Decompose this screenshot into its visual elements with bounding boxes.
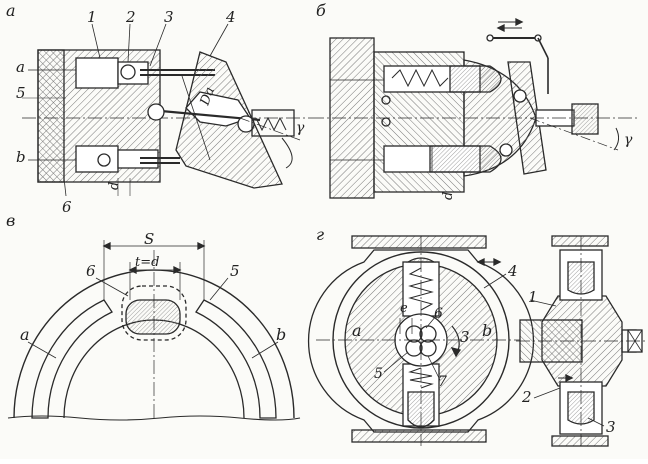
- callout-a-1: 1: [87, 8, 97, 26]
- callout-a-3: 3: [164, 8, 174, 26]
- kidney-port-a: [31, 299, 113, 419]
- upper-piston: [75, 57, 119, 89]
- sliding-ring: [307, 249, 535, 433]
- callout-a-2: 2: [125, 8, 136, 26]
- panel-a: а: [6, 1, 310, 216]
- radial-piston-lower: [407, 391, 435, 428]
- dim-gamma-a: γ: [296, 120, 305, 136]
- panel-g-letter: г: [316, 225, 324, 244]
- lower-plunger: [429, 145, 502, 173]
- callout-g-3-piston: 3: [606, 418, 616, 436]
- lower-piston: [75, 145, 119, 173]
- callout-g-6: 6: [434, 306, 443, 322]
- callout-g-2: 2: [521, 388, 532, 406]
- callout-a-4: 4: [225, 8, 236, 26]
- callout-g-1: 1: [528, 288, 538, 306]
- port-v-a: a: [20, 325, 30, 344]
- port-a-a: a: [16, 58, 25, 76]
- panel-b: б d: [310, 1, 640, 200]
- callout-g-4: 4: [507, 262, 518, 280]
- panel-v-letter: в: [6, 211, 15, 230]
- upper-plunger: [449, 65, 502, 93]
- callout-a-6: 6: [62, 198, 72, 216]
- dim-d-a: d: [107, 182, 122, 190]
- panel-g: г: [307, 225, 646, 447]
- callout-g-3-rotation: 3: [460, 328, 470, 346]
- dim-e: e: [400, 301, 408, 316]
- port-g-a: a: [352, 321, 362, 340]
- drive-knob: [571, 103, 599, 135]
- callout-a-5: 5: [16, 84, 26, 102]
- port-a-b: b: [16, 148, 26, 166]
- callout-g-7: 7: [438, 374, 447, 390]
- piston-window: [125, 299, 181, 335]
- port-v-b: b: [276, 325, 286, 344]
- dim-da: Dа: [197, 85, 218, 108]
- dim-d-b: d: [441, 192, 456, 200]
- callout-v-6: 6: [86, 262, 96, 280]
- dim-gamma-b: γ: [624, 132, 633, 148]
- dim-s: S: [144, 230, 154, 248]
- callout-g-5: 5: [374, 366, 383, 382]
- dim-t-d: t=d: [135, 255, 159, 270]
- callout-v-5: 5: [230, 262, 240, 280]
- kidney-port-b: [195, 299, 277, 419]
- port-g-b: b: [482, 321, 492, 340]
- panel-b-letter: б: [316, 1, 326, 20]
- panel-v: в S t=d 6 5 a b: [6, 211, 301, 421]
- panel-a-letter: а: [6, 1, 16, 20]
